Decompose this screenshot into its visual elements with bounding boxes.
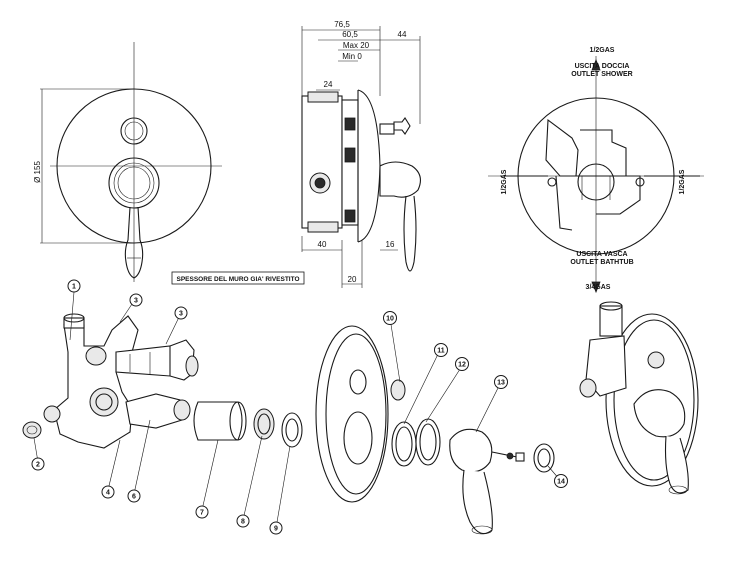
svg-text:13: 13 bbox=[497, 380, 505, 387]
dim-body: 60,5 bbox=[342, 30, 358, 39]
callout-6: 6 bbox=[127, 489, 141, 503]
svg-text:2: 2 bbox=[36, 462, 40, 469]
callout-14: 14 bbox=[554, 474, 568, 488]
callout-3a: 3 bbox=[129, 293, 143, 307]
dim-20: 20 bbox=[348, 275, 357, 284]
svg-text:14: 14 bbox=[557, 479, 565, 486]
callout-1: 1 bbox=[67, 279, 81, 293]
svg-text:6: 6 bbox=[132, 494, 136, 501]
svg-text:3: 3 bbox=[134, 298, 138, 305]
svg-text:7: 7 bbox=[200, 510, 204, 517]
callout-11: 11 bbox=[434, 343, 448, 357]
callout-4: 4 bbox=[101, 485, 115, 499]
outlet-bath-size: 3/4GAS bbox=[586, 284, 611, 291]
svg-text:12: 12 bbox=[458, 362, 466, 369]
svg-text:9: 9 bbox=[274, 526, 278, 533]
assembled-view bbox=[579, 301, 699, 495]
dim-40: 40 bbox=[318, 240, 327, 249]
dim-24: 24 bbox=[324, 80, 333, 89]
callout-8: 8 bbox=[236, 514, 250, 528]
outlet-shower-size: 1/2GAS bbox=[590, 47, 615, 54]
svg-text:11: 11 bbox=[437, 348, 445, 355]
back-view: 1/2GAS USCITA DOCCIA OUTLET SHOWER USCIT… bbox=[488, 47, 704, 294]
callout-9: 9 bbox=[269, 521, 283, 535]
dim-projection: 44 bbox=[398, 30, 407, 39]
dim-min: Min 0 bbox=[342, 52, 362, 61]
dim-total: 76,5 bbox=[334, 20, 350, 29]
svg-text:8: 8 bbox=[241, 519, 245, 526]
callout-7: 7 bbox=[195, 505, 209, 519]
callout-13: 13 bbox=[494, 375, 508, 389]
outlet-shower-it: USCITA DOCCIA bbox=[575, 63, 630, 70]
callout-2: 2 bbox=[31, 457, 45, 471]
svg-text:1: 1 bbox=[72, 284, 76, 291]
inlet-right: 1/2GAS bbox=[679, 169, 686, 194]
svg-text:10: 10 bbox=[386, 316, 394, 323]
svg-text:3: 3 bbox=[179, 311, 183, 318]
dim-max: Max 20 bbox=[343, 41, 370, 50]
wall-note-box bbox=[171, 271, 305, 285]
outlet-bath-en: OUTLET BATHTUB bbox=[570, 259, 633, 266]
dim-16: 16 bbox=[386, 240, 395, 249]
inlet-left: 1/2GAS bbox=[501, 169, 508, 194]
callout-3b: 3 bbox=[174, 306, 188, 320]
outlet-shower-en: OUTLET SHOWER bbox=[571, 71, 632, 78]
svg-text:4: 4 bbox=[106, 490, 110, 497]
callout-12: 12 bbox=[455, 357, 469, 371]
diameter-label: Ø 155 bbox=[33, 161, 42, 183]
front-view: Ø 155 bbox=[33, 42, 222, 282]
callouts: 1 3 3 2 4 6 7 8 9 10 11 12 13 14 bbox=[31, 279, 568, 535]
outlet-bath-it: USCITA VASCA bbox=[576, 251, 627, 258]
callout-10: 10 bbox=[383, 311, 397, 325]
exploded-view bbox=[22, 313, 555, 535]
wall-note: SPESSORE DEL MURO GIA' RIVESTITO bbox=[176, 276, 299, 283]
side-view: 76,5 60,5 Max 20 Min 0 44 24 40 16 20 SP… bbox=[171, 20, 421, 288]
